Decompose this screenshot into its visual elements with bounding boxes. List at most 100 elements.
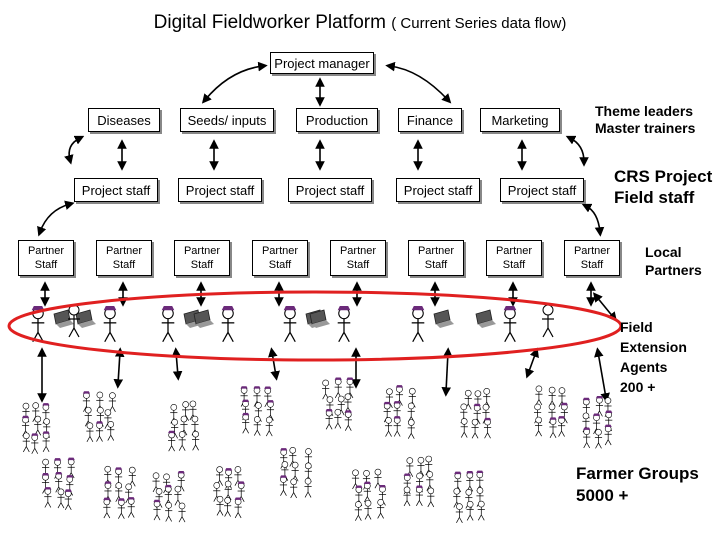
farmer-icon-5-6 [153,499,161,521]
arrow-field-group-4 [268,347,280,381]
project-staff-label: Project staff [81,182,151,198]
project-manager-label: Project manager [274,55,370,71]
field-agent-icon-plain-a [68,304,80,338]
farmer-icon-9-7 [334,408,342,429]
farmer-icon-15-1 [548,386,556,407]
partner-staff-label: Partner Staff [261,245,299,271]
farmer-icon-5-8 [178,502,186,523]
farmer-icon-16-7 [594,428,603,449]
arrow-partner-agents [592,292,618,322]
farmer-icon-3-2 [67,457,75,479]
farmer-icon-2-2 [128,466,136,487]
partner-staff-box-0: Partner Staff [18,240,74,276]
partner-staff-label: Partner Staff [27,245,65,271]
partner-staff-box-6: Partner Staff [486,240,542,276]
field-agent-icon-1 [103,306,117,343]
farmer-icon-3-4 [55,471,63,493]
farmer-icon-5-0 [152,472,160,493]
laptop-icon-5 [309,309,330,328]
farmer-icon-1-6 [86,422,94,443]
farmer-icon-8-6 [216,495,224,516]
farmer-icon-8-2 [234,466,242,486]
farmer-icon-6-8 [265,416,273,437]
farmer-icon-1-8 [107,421,115,441]
farmer-icon-8-3 [213,482,221,502]
farmer-icon-14-6 [455,503,464,523]
project-staff-box-3: Project staff [396,178,480,202]
laptop-icon-7 [475,309,496,328]
farmer-icon-0-2 [42,403,50,424]
farmer-icon-10-7 [393,416,401,437]
farmer-icon-5-7 [165,502,173,522]
title-text: Digital Fieldworker Platform [153,12,386,33]
field-agent-icon-7 [503,306,517,343]
farmer-icon-7-7 [290,478,298,499]
farmer-icon-6-7 [253,416,261,436]
farmer-icon-14-8 [477,500,485,521]
arrow-right-theme [565,135,589,167]
project-staff-label: Project staff [185,182,255,198]
farmer-icon-16-4 [592,413,601,435]
project-staff-box-0: Project staff [74,178,158,202]
field-agent-icon-3 [221,306,235,343]
project-manager-box: Project manager [270,52,374,74]
farmer-icon-6-2 [264,386,272,408]
farmer-icon-4-7 [178,431,186,451]
partner-staff-label: Partner Staff [339,245,377,271]
theme-box-3: Finance [398,108,462,132]
farmer-icon-2-6 [103,497,111,519]
farmer-icon-6-1 [253,386,261,407]
farmer-icon-16-5 [605,410,613,432]
field-agent-icon-6 [411,306,425,343]
theme-label: Marketing [491,112,549,128]
subtitle-text: ( Current Series data flow) [391,15,567,32]
farmer-icon-2-7 [117,498,125,519]
farmer-icon-1-5 [104,409,112,429]
project-staff-box-1: Project staff [178,178,262,202]
farmer-icon-7-6 [279,475,288,496]
farmer-icon-14-7 [466,500,474,521]
farmer-icon-4-6 [168,430,176,452]
arrow-field-group-6 [441,347,453,397]
farmer-icon-13-6 [460,418,468,438]
farmer-icon-9-8 [344,410,352,431]
farmer-groups-label: Farmer Groups 5000 + [576,464,699,505]
farmer-icon-7-8 [304,477,312,498]
crs-field-staff-label: CRS Project Field staff [614,167,713,207]
farmer-icon-5-5 [174,485,182,506]
farmer-icon-3-7 [57,488,65,509]
field-agent-icon-4 [283,306,297,343]
project-staff-label: Project staff [295,182,365,198]
farmer-icon-0-7 [31,433,39,454]
theme-leaders-label: Theme leaders Master trainers [595,103,696,136]
theme-label: Finance [406,112,454,128]
farmer-icon-8-0 [216,466,224,486]
arrow-field-group-2 [113,347,125,389]
farmer-icon-9-1 [334,377,342,399]
farmer-icon-3-8 [64,489,72,511]
farmer-icon-5-2 [177,470,185,492]
farmer-icon-10-5 [407,402,415,423]
farmer-icon-11-7 [415,485,423,507]
farmer-icon-13-2 [483,387,491,408]
field-agent-icon-plain-b [542,304,554,338]
partner-staff-label: Partner Staff [573,245,611,271]
theme-box-0: Diseases [88,108,160,132]
partner-staff-box-1: Partner Staff [96,240,152,276]
farmer-icon-2-3 [104,481,112,502]
farmer-icon-15-5 [560,402,568,424]
farmer-icon-9-4 [337,395,345,416]
arrow-group [37,61,618,403]
partner-staff-label: Partner Staff [183,245,221,271]
partner-staff-box-4: Partner Staff [330,240,386,276]
project-staff-box-2: Project staff [288,178,372,202]
farmer-icon-14-1 [466,471,474,492]
farmer-icon-7-5 [304,462,312,483]
farmer-icon-15-0 [535,385,543,406]
theme-box-2: Production [296,108,378,132]
arrow-manager-right [385,61,452,104]
partner-staff-label: Partner Staff [495,245,533,271]
laptop-icon-6 [433,309,454,328]
farmer-icon-15-7 [549,417,557,438]
farmer-icon-8-8 [234,497,242,519]
